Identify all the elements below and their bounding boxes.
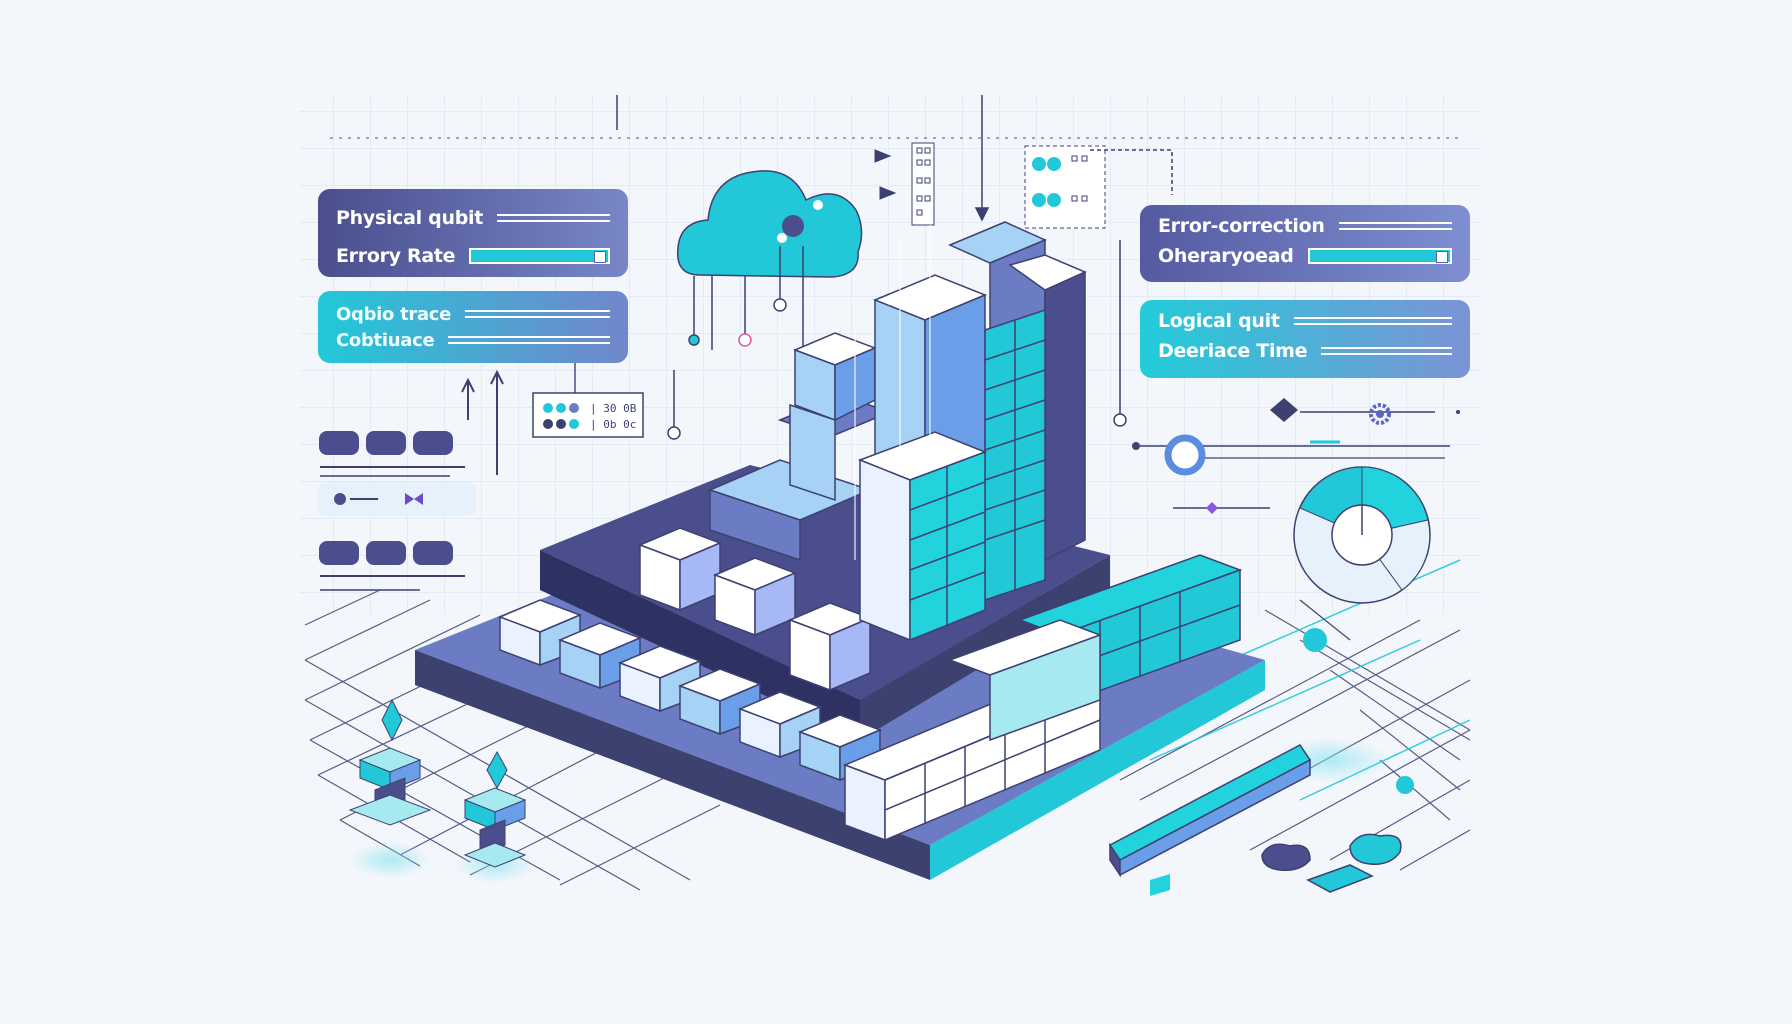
chip-button[interactable] [366,431,406,455]
block-row-right [842,554,1243,842]
physical-qubit-panel: Physical qubit Errory Rate [318,189,628,277]
pie-chart-icon [1293,466,1431,604]
toggle-icon [1270,398,1298,422]
chip-button[interactable] [413,541,453,565]
left-widgets: | 30 0B | 0b 0c [318,345,644,591]
error-correction-panel: Error-correction Oheraryoead [1140,205,1470,282]
panel-label: Error-correction [1158,215,1325,237]
gear-icon[interactable] [1369,403,1391,425]
chip-button[interactable] [319,431,359,455]
overhead-slider[interactable] [1307,248,1452,264]
panel-label: Cobtiuace [336,329,435,351]
svg-text:| 0b 0c: | 0b 0c [590,418,636,431]
right-widgets [1113,240,1460,794]
chip-button[interactable] [413,431,453,455]
panel-label: Oheraryoead [1158,245,1294,267]
block-row-front [497,599,883,782]
logical-qubit-panel: Logical quit Deeriace Time [1140,300,1470,378]
chip-button[interactable] [319,541,359,565]
chip-button[interactable] [366,541,406,565]
panel-label: Deeriace Time [1158,340,1308,362]
panel-label: Logical quit [1158,310,1280,332]
panel-rule [465,310,610,318]
panel-rule [1338,222,1452,230]
panel-label: Oqbio trace [336,303,452,325]
pedestals [348,698,527,868]
panel-label: Physical qubit [336,207,483,229]
mini-bits [874,142,1106,229]
bottom-right-shapes [1108,744,1402,896]
error-rate-slider[interactable] [469,248,610,264]
panel-rule [448,336,610,344]
panel-rule [497,214,610,222]
svg-text:| 30 0B: | 30 0B [590,402,637,415]
cloud-icon [676,170,863,278]
block-stairs [637,394,893,692]
panel-rule [1293,317,1452,325]
panel-label: Errory Rate [336,245,456,267]
panel-rule [1321,347,1452,355]
coherence-panel: Oqbio trace Cobtiuace [318,291,628,363]
